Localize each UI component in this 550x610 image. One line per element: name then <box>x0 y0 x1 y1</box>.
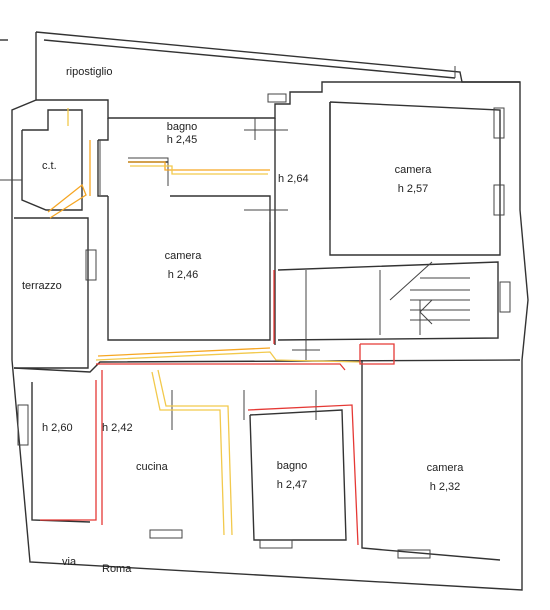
street-via: via <box>62 556 77 568</box>
room-label-camera-bottom-right: camera h 2,32 <box>410 462 480 494</box>
outer-walls <box>0 31 529 591</box>
room-height: h 2,32 <box>429 481 461 493</box>
room-height: h 2,57 <box>397 183 429 195</box>
room-label-camera-top-right: camera h 2,57 <box>378 164 448 196</box>
room-name: bagno <box>276 460 308 472</box>
room-name: camera <box>394 164 432 176</box>
room-height-cucina: h 2,42 <box>102 422 133 434</box>
room-name: camera <box>164 250 202 262</box>
pipe-lines <box>40 108 395 546</box>
room-height: h 2,46 <box>167 269 199 281</box>
room-name: camera <box>426 462 464 474</box>
room-label-bagno-top: bagno h 2,45 <box>152 121 212 147</box>
room-height: h 2,47 <box>276 479 308 491</box>
room-label-cucina: cucina <box>136 461 168 473</box>
room-label-bagno-bottom: bagno h 2,47 <box>262 460 322 492</box>
room-label-ct: c.t. <box>42 160 57 172</box>
room-name: bagno <box>166 121 198 133</box>
room-height: h 2,45 <box>166 134 198 146</box>
windows <box>17 93 511 559</box>
room-height-left: h 2,60 <box>42 422 73 434</box>
internal-walls <box>13 81 521 561</box>
room-label-terrazzo: terrazzo <box>22 280 62 292</box>
door-marks <box>0 118 320 430</box>
room-label-camera-center: camera h 2,46 <box>148 250 218 282</box>
street-name: Roma <box>102 563 132 575</box>
room-label-ripostiglio: ripostiglio <box>66 66 113 78</box>
room-height-corridor: h 2,64 <box>278 173 309 185</box>
